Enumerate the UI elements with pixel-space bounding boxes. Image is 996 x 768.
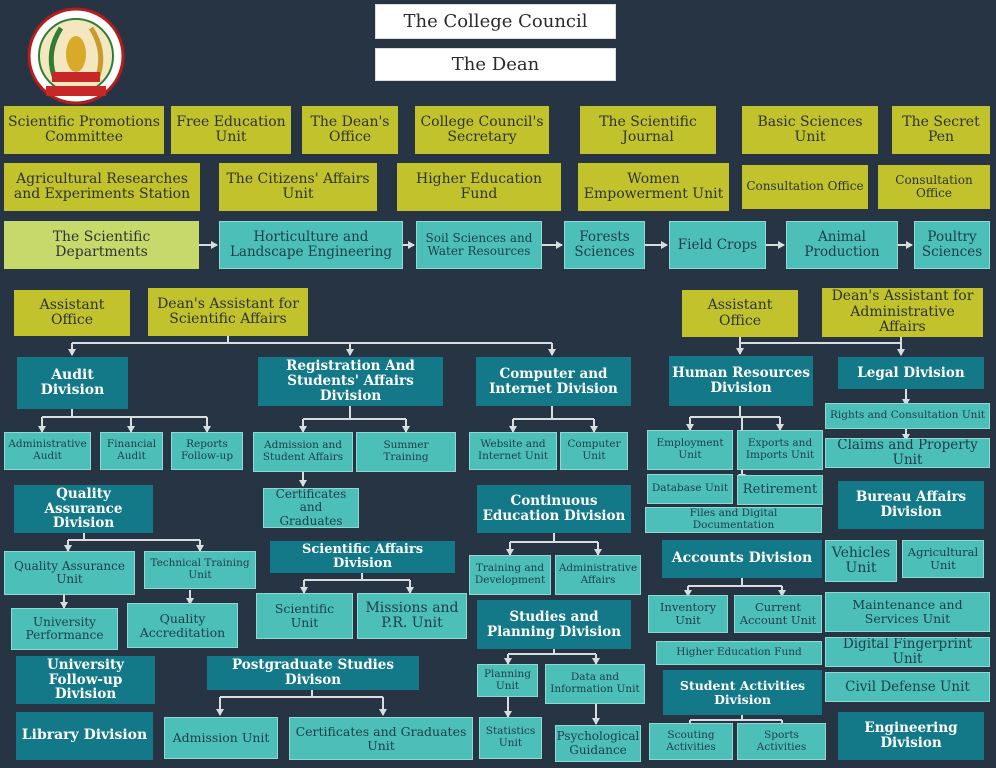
council-secretary: College Council's Secretary <box>415 106 549 154</box>
scouting-activities-unit: Scouting Activities <box>649 723 733 760</box>
engineering-division: Engineering Division <box>838 712 984 760</box>
psychological-guidance-unit: Psychological Guidance <box>555 725 641 762</box>
sports-activities-unit: Sports Activities <box>737 723 826 760</box>
legal-division: Legal Division <box>838 357 984 389</box>
dept-field-crops: Field Crops <box>669 221 766 269</box>
files-digital-documentation-unit: Files and Digital Documentation <box>645 507 822 533</box>
free-education-unit: Free Education Unit <box>171 106 291 154</box>
planning-unit: Planning Unit <box>477 664 538 697</box>
data-information-unit: Data and Information Unit <box>545 664 645 704</box>
student-activities-division: Student Activities Division <box>663 670 822 715</box>
website-internet-unit: Website and Internet Unit <box>469 432 557 470</box>
digital-fingerprint-unit: Digital Fingerprint Unit <box>825 637 990 667</box>
dept-horticulture: Horticulture and Landscape Engineering <box>219 221 403 269</box>
scientific-departments: The Scientific Departments <box>4 221 199 269</box>
secret-pen: The Secret Pen <box>892 106 990 154</box>
registration-division: Registration And Students' Affairs Divis… <box>258 357 443 406</box>
pg-certificates-graduates-unit: Certificates and Graduates Unit <box>289 717 473 760</box>
agricultural-unit: Agricultural Unit <box>902 540 984 578</box>
computer-division: Computer and Internet Division <box>476 357 631 406</box>
civil-defense-unit: Civil Defense Unit <box>825 672 990 702</box>
consultation-office-2: Consultation Office <box>878 165 990 209</box>
scientific-affairs-division: Scientific Affairs Division <box>270 541 455 573</box>
reports-followup-unit: Reports Follow-up <box>171 432 243 470</box>
dept-soil-sciences: Soil Sciences and Water Resources <box>416 221 542 269</box>
citizens-affairs-unit: The Citizens' Affairs Unit <box>219 163 377 211</box>
computer-unit: Computer Unit <box>560 432 628 470</box>
certificates-graduates-unit: Certificates and Graduates <box>263 488 359 528</box>
maintenance-services-unit: Maintenance and Services Unit <box>825 592 990 632</box>
dept-forests: Forests Sciences <box>564 221 645 269</box>
assistant-office-left: Assistant Office <box>14 290 130 336</box>
missions-pr-unit: Missions and P.R. Unit <box>357 593 467 639</box>
continuous-division: Continuous Education Division <box>477 485 631 533</box>
quality-division: Quality Assurance Division <box>14 485 153 533</box>
accounts-division: Accounts Division <box>662 540 822 578</box>
dept-animal-production: Animal Production <box>786 221 898 269</box>
training-development-unit: Training and Development <box>469 555 551 595</box>
deans-office: The Dean's Office <box>302 106 398 154</box>
studies-division: Studies and Planning Division <box>477 600 631 649</box>
administrative-affairs-unit: Administrative Affairs <box>555 555 641 595</box>
university-performance-unit: University Performance <box>11 608 118 650</box>
college-logo <box>16 6 136 106</box>
consultation-office-1: Consultation Office <box>742 165 868 209</box>
admission-student-affairs-unit: Admission and Student Affairs <box>253 432 353 472</box>
women-empowerment-unit: Women Empowerment Unit <box>578 163 729 211</box>
higher-education-fund-unit: Higher Education Fund <box>656 641 822 665</box>
dept-poultry: Poultry Sciences <box>914 221 990 269</box>
scientific-journal: The Scientific Journal <box>580 106 716 154</box>
qa-unit: Quality Assurance Unit <box>4 551 135 595</box>
agricultural-research-station: Agricultural Researches and Experiments … <box>4 163 200 211</box>
summer-training-unit: Summer Training <box>356 432 456 472</box>
deans-assistant-scientific: Dean's Assistant for Scientific Affairs <box>148 288 308 336</box>
financial-audit-unit: Financial Audit <box>100 432 163 470</box>
inventory-unit: Inventory Unit <box>648 595 728 633</box>
claims-property-unit: Claims and Property Unit <box>825 438 990 468</box>
bureau-division: Bureau Affairs Division <box>838 481 984 529</box>
admin-audit-unit: Administrative Audit <box>4 432 91 470</box>
college-council-box: The College Council <box>375 4 616 39</box>
statistics-unit: Statistics Unit <box>479 717 542 759</box>
assistant-office-right: Assistant Office <box>682 290 798 337</box>
dean-box: The Dean <box>375 48 616 81</box>
deans-assistant-administrative: Dean's Assistant for Administrative Affa… <box>822 288 983 337</box>
hr-division: Human Resources Division <box>669 356 813 406</box>
technical-training-unit: Technical Training Unit <box>144 551 256 589</box>
higher-education-fund-top: Higher Education Fund <box>397 163 561 211</box>
followup-division: University Follow-up Division <box>16 656 155 704</box>
admission-unit: Admission Unit <box>164 717 278 759</box>
audit-division: Audit Division <box>17 357 128 409</box>
current-account-unit: Current Account Unit <box>734 595 822 633</box>
rights-consultation-unit: Rights and Consultation Unit <box>825 403 990 429</box>
quality-accreditation-unit: Quality Accreditation <box>127 603 238 648</box>
basic-sciences-unit: Basic Sciences Unit <box>742 106 878 154</box>
postgraduate-division: Postgraduate Studies Divison <box>207 656 419 690</box>
scientific-promotions-committee: Scientific Promotions Committee <box>4 106 164 154</box>
vehicles-unit: Vehicles Unit <box>825 540 897 582</box>
library-division: Library Division <box>16 712 153 760</box>
exports-imports-unit: Exports and Imports Unit <box>737 430 823 470</box>
employment-unit: Employment Unit <box>647 430 733 470</box>
scientific-unit: Scientific Unit <box>256 593 353 639</box>
retirement-unit: Retirement <box>737 475 823 505</box>
database-unit: Database Unit <box>647 474 733 504</box>
